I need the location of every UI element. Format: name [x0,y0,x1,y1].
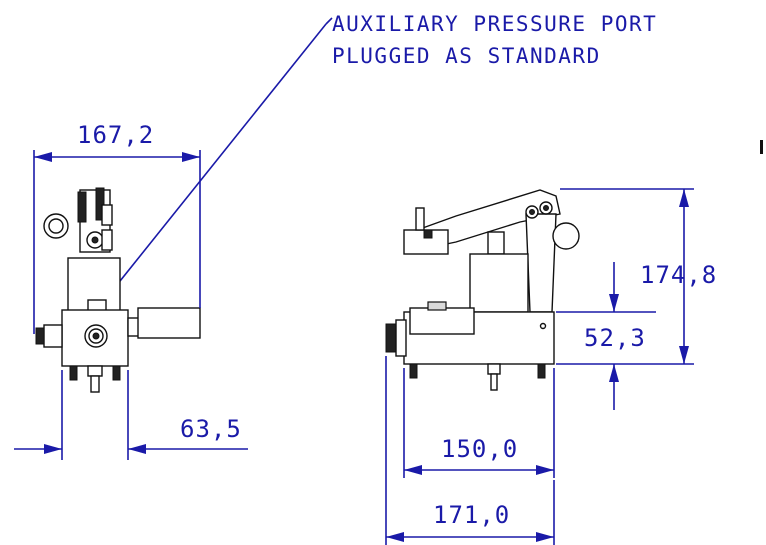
dim-174-arrow-top [679,189,689,207]
dim-171-arrow-right [536,532,554,542]
front-foot-left [69,365,78,381]
dim-width-front: 167,2 [33,121,201,334]
dim-167-arrow-right [182,152,200,162]
front-port-center [92,332,100,340]
dim-167-label: 167,2 [77,121,154,149]
front-lever-ring-inner [48,218,64,234]
dim-52-arrow-bottom [609,364,619,382]
side-lever-link [525,213,557,313]
dim-height-total: 174,8 [556,188,717,365]
note-leader-line [99,23,327,307]
front-lever-tab [101,204,113,226]
side-handle-pin [415,207,425,231]
side-handle-bolt [423,229,433,239]
front-view [35,187,201,393]
side-foot-left [409,363,418,379]
side-pivot-b-center [543,205,549,211]
front-release-handle [137,307,201,339]
dim-174-arrow-bottom [679,346,689,364]
edge-mark [760,140,763,154]
dim-offset-front: 63,5 [14,370,248,460]
dim-167-arrow-left [34,152,52,162]
side-outlet-stem [490,373,498,391]
side-view [385,189,580,391]
front-lever-pin-b [95,187,105,221]
side-ring [552,222,580,250]
side-release-knob [427,301,447,311]
front-side-fitting [43,324,63,348]
side-reservoir [469,253,529,313]
dim-52-arrow-top [609,294,619,312]
side-pivot-a-center [529,209,535,215]
dim-150-arrow-right [536,465,554,475]
front-lever-pin-a [77,191,87,223]
side-foot-right [537,363,546,379]
side-outlet [487,363,501,375]
dim-150-arrow-left [404,465,422,475]
front-foot-right [112,365,121,381]
dim-length-base: 150,0 [403,368,555,478]
note-leader-hook [325,17,333,25]
front-pivot-center [91,236,99,244]
dim-height-base: 52,3 [556,262,656,410]
side-release-block [409,307,475,335]
dim-171-label: 171,0 [433,501,510,529]
side-left-fitting [395,319,407,357]
dim-174-label: 174,8 [640,261,717,289]
front-lever-tab-2 [101,229,113,251]
note-line-1: AUXILIARY PRESSURE PORT [332,12,657,36]
side-screw [539,322,547,330]
dim-171-arrow-left [386,532,404,542]
dim-63-arrow-right [128,444,146,454]
dim-52-label: 52,3 [584,324,646,352]
front-outlet-stem [90,375,100,393]
dim-150-label: 150,0 [441,435,518,463]
front-outlet [87,365,103,377]
side-left-nut [385,323,397,353]
dim-63-arrow-left [44,444,62,454]
dim-length-total: 171,0 [385,356,555,545]
front-side-nut [35,327,45,345]
note-line-2: PLUGGED AS STANDARD [332,44,601,68]
side-piston [487,231,505,255]
dim-63-label: 63,5 [180,415,242,443]
